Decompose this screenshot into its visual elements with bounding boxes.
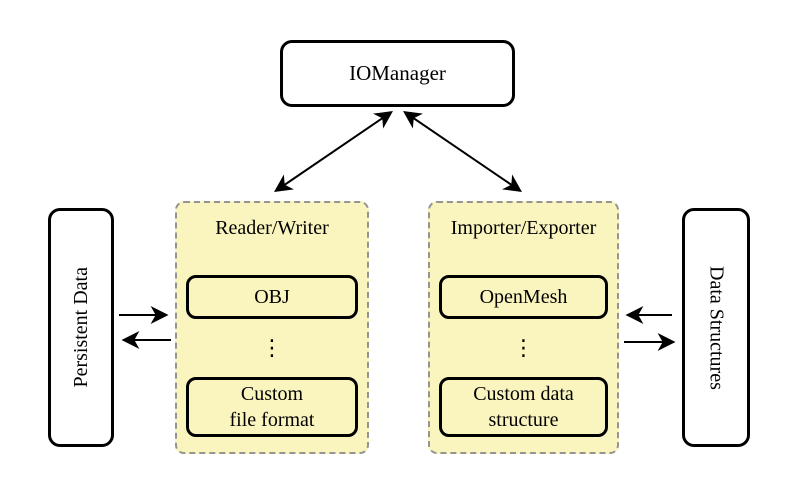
reader-writer-title: Reader/Writer xyxy=(215,217,329,239)
arrow-iomanager-importerexporter xyxy=(403,110,522,193)
arrow-iomanager-readerwriter xyxy=(274,110,393,193)
custom-data-structure-node: Custom data structure xyxy=(439,377,608,437)
reader-writer-panel: Reader/Writer OBJ ⋮ Custom file format xyxy=(175,201,369,454)
data-structures-node: Data Structures xyxy=(682,208,750,447)
custom-data-structure-label: Custom data structure xyxy=(473,383,574,431)
openmesh-label: OpenMesh xyxy=(479,286,568,308)
iomanager-label: IOManager xyxy=(349,61,446,85)
custom-file-format-node: Custom file format xyxy=(186,377,358,437)
obj-node: OBJ xyxy=(186,275,358,319)
openmesh-node: OpenMesh xyxy=(439,275,608,319)
persistent-data-label: Persistent Data xyxy=(69,267,92,388)
iomanager-node: IOManager xyxy=(280,40,515,107)
importer-exporter-title: Importer/Exporter xyxy=(450,217,597,239)
importer-exporter-ellipsis: ⋮ xyxy=(512,336,535,361)
data-structures-label: Data Structures xyxy=(705,265,728,390)
reader-writer-ellipsis: ⋮ xyxy=(261,336,283,361)
obj-label: OBJ xyxy=(254,286,290,308)
custom-file-format-label: Custom file format xyxy=(229,383,315,431)
importer-exporter-panel: Importer/Exporter OpenMesh ⋮ Custom data… xyxy=(428,201,619,454)
persistent-data-node: Persistent Data xyxy=(48,208,114,447)
